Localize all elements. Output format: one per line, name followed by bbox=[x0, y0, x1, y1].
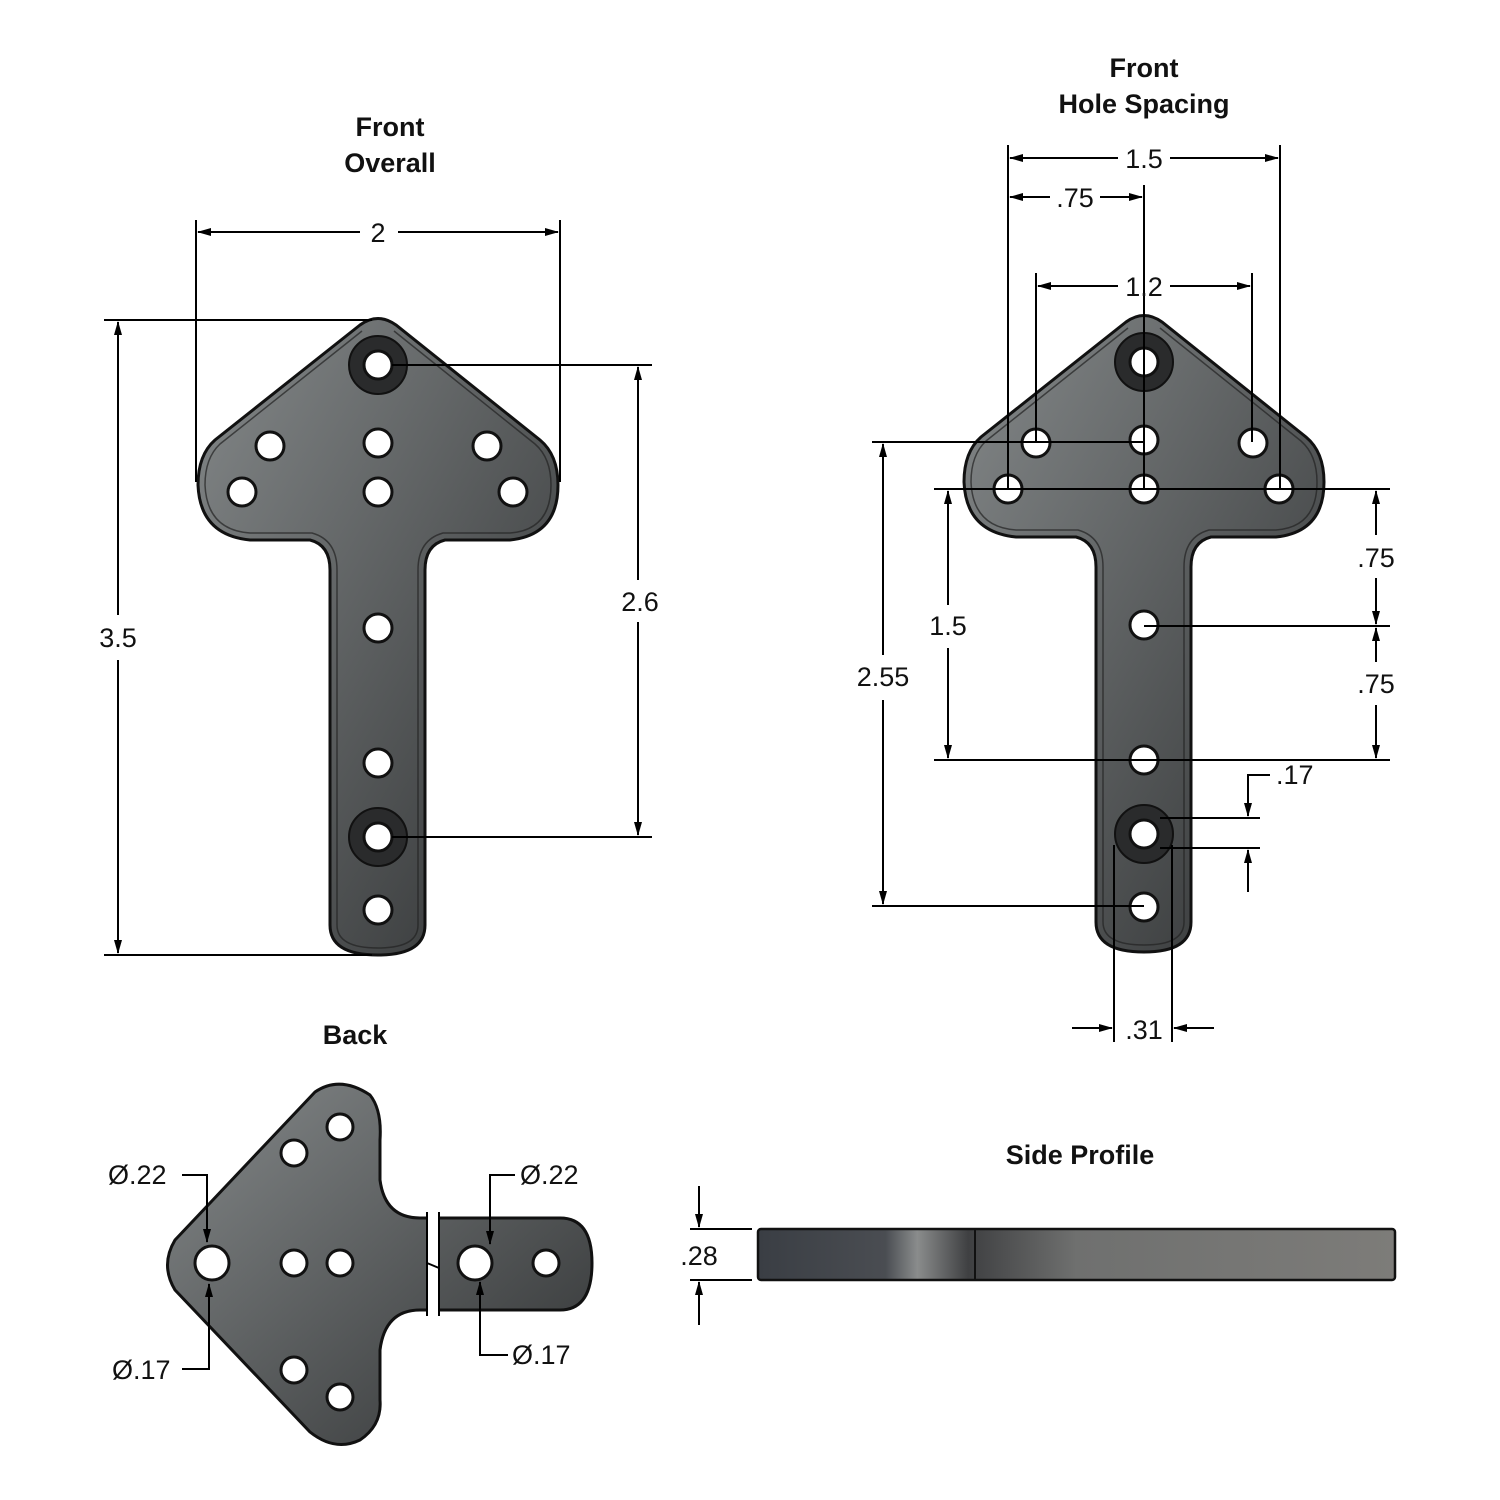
dim-right-hole-dia: Ø.17 bbox=[512, 1340, 571, 1370]
t-plate-back bbox=[166, 1082, 594, 1446]
dim-left-mid: 1.5 bbox=[929, 611, 967, 641]
dim-hole-span: 2.6 bbox=[621, 587, 659, 617]
back-view: Back Ø.22 Ø.17 Ø.22 Ø.17 bbox=[108, 1020, 594, 1446]
dim-left-hole-dia: Ø.17 bbox=[112, 1355, 171, 1385]
dim-counterbore-depth: .17 bbox=[1276, 760, 1314, 790]
dim-half-spacing: .75 bbox=[1056, 183, 1094, 213]
view-title: Back bbox=[323, 1020, 389, 1050]
view-subtitle: Hole Spacing bbox=[1058, 89, 1229, 119]
dim-right-counterbore-dia: Ø.22 bbox=[520, 1160, 579, 1190]
plate-side-profile bbox=[756, 1227, 1397, 1282]
view-subtitle: Overall bbox=[344, 148, 436, 178]
view-title: Front bbox=[356, 112, 425, 142]
view-title: Side Profile bbox=[1006, 1140, 1155, 1170]
dim-right-upper: .75 bbox=[1357, 543, 1395, 573]
dim-outer-spacing: 1.5 bbox=[1125, 144, 1163, 174]
dim-right-lower: .75 bbox=[1357, 669, 1395, 699]
front-hole-spacing-view: Front Hole Spacing 1.5 .75 1.2 2.55 1.5 … bbox=[857, 53, 1395, 1045]
dim-width: 2 bbox=[370, 218, 385, 248]
dim-stem-width: .31 bbox=[1125, 1015, 1163, 1045]
t-plate-front bbox=[196, 317, 560, 957]
view-title: Front bbox=[1110, 53, 1179, 83]
dim-height: 3.5 bbox=[99, 623, 137, 653]
dim-thickness: .28 bbox=[680, 1241, 718, 1271]
dim-inner-spacing: 1.2 bbox=[1125, 272, 1163, 302]
dim-left-counterbore-dia: Ø.22 bbox=[108, 1160, 167, 1190]
side-profile-view: Side Profile .28 bbox=[680, 1140, 1397, 1325]
front-overall-view: Front Overall 2 3.5 2.6 bbox=[99, 112, 659, 957]
dim-left-long: 2.55 bbox=[857, 662, 910, 692]
